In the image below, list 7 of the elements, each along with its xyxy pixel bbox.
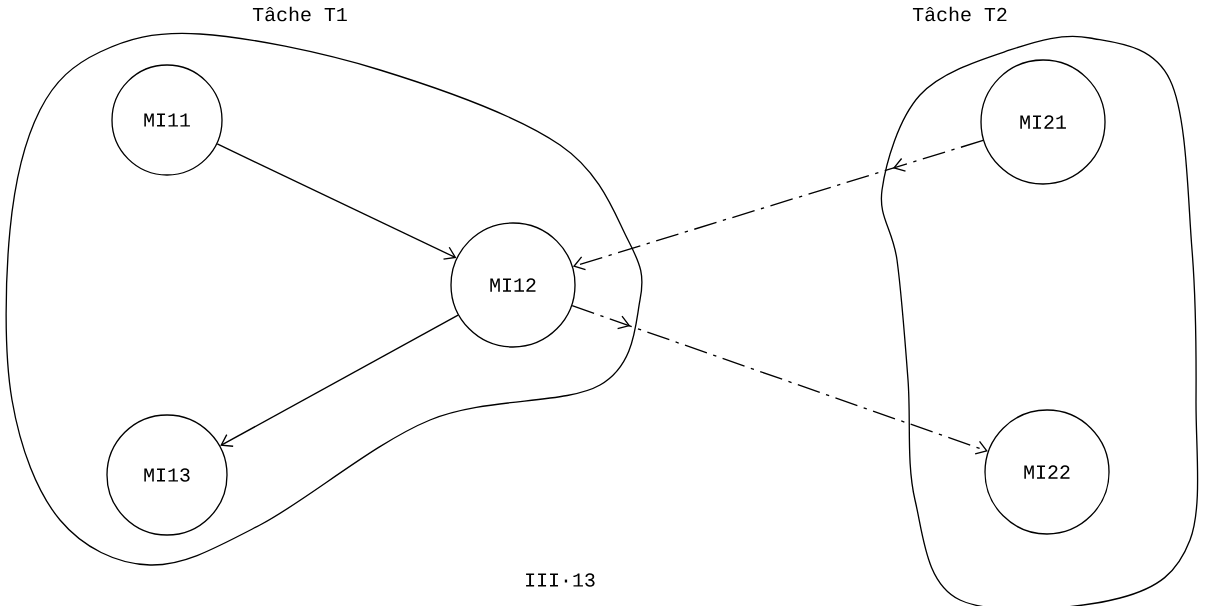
arrow bbox=[220, 314, 459, 447]
arrow bbox=[216, 143, 457, 260]
arrow bbox=[571, 305, 988, 455]
arrow bbox=[572, 139, 984, 271]
figure-number: III·13 bbox=[526, 573, 595, 587]
node-label: Tâche T2 bbox=[912, 6, 1007, 22]
node-label: Tâche T1 bbox=[252, 6, 347, 22]
